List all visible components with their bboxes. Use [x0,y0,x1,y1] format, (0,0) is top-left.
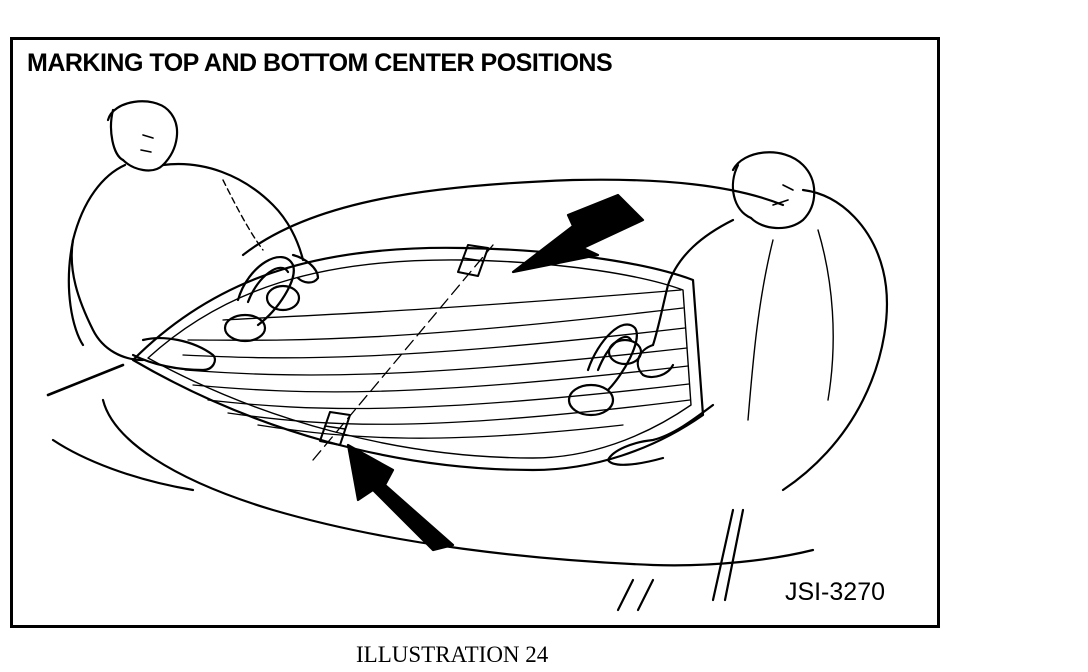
figure-code: JSI-3270 [784,578,885,606]
illustration-caption: ILLUSTRATION 24 [356,642,549,667]
figure-frame: MARKING TOP AND BOTTOM CENTER POSITIONS … [10,37,940,628]
rear-window-glass [131,244,705,472]
line-drawing [46,100,889,612]
figure-title: MARKING TOP AND BOTTOM CENTER POSITIONS [27,49,613,77]
left-technician [67,100,320,372]
center-tape-markers [319,244,489,446]
pointer-arrows [46,193,645,552]
right-technician [606,151,889,492]
